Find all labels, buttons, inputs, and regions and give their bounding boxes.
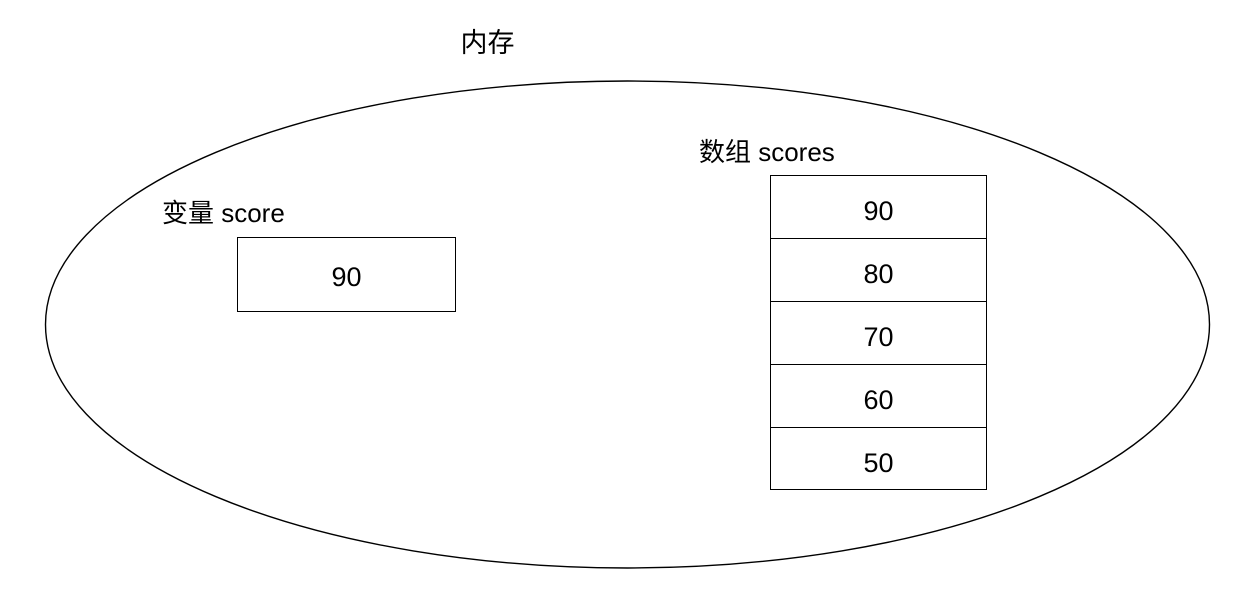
memory-ellipse-outline [44,80,1211,569]
array-label: 数组 scores [699,137,835,167]
array-cell: 90 [771,176,986,239]
array-cell: 50 [771,428,986,491]
array-cell-value: 60 [863,385,894,415]
array-table: 90 80 70 60 50 [770,175,987,490]
variable-value: 90 [331,262,362,292]
array-cell-value: 50 [863,448,894,478]
memory-title: 内存 [460,28,515,58]
array-cell-value: 70 [863,322,894,352]
array-cell-value: 80 [863,259,894,289]
variable-box: 90 [237,237,456,312]
array-cell: 80 [771,239,986,302]
variable-label: 变量 score [162,198,285,228]
array-cell: 70 [771,302,986,365]
array-cell: 60 [771,365,986,428]
array-cell-value: 90 [863,196,894,226]
